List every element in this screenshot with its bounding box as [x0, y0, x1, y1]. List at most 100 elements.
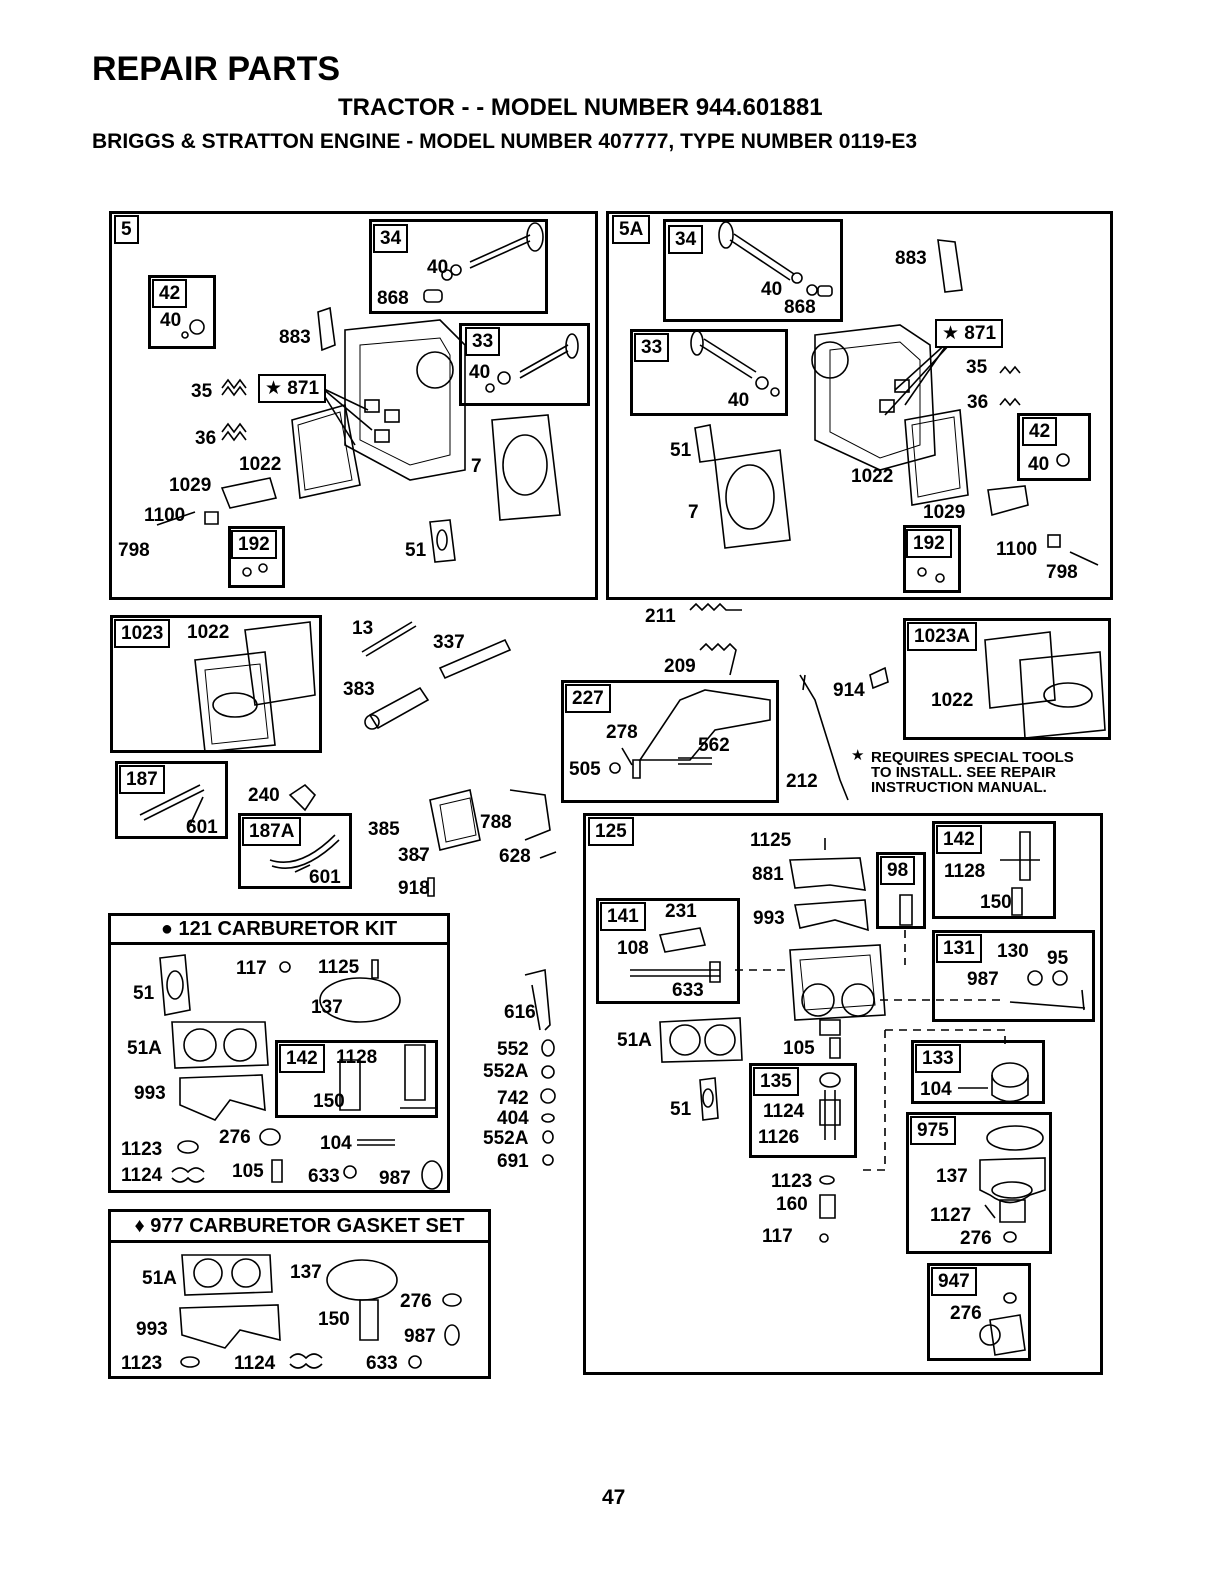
kit-121-header: ● 121 CARBURETOR KIT [108, 913, 450, 945]
section-1023a-frame [903, 618, 1111, 740]
ref-141: 141 [600, 902, 646, 931]
valve-drawing-33 [485, 333, 579, 393]
ref-5a-871: ★ 871 [935, 319, 1004, 348]
callout-5a-798: 798 [1046, 562, 1078, 583]
callout-212: 212 [786, 771, 818, 792]
ref-227: 227 [565, 684, 611, 713]
s125-callout-633: 633 [672, 980, 704, 1001]
kit121-callout-1128: 1128 [336, 1047, 378, 1068]
callout-552a-2: 552A [483, 1128, 529, 1149]
cylinder-head-drawing-5a [694, 239, 1099, 583]
callout-5a-35: 35 [966, 357, 988, 378]
valve-cover-drawing-1023a [984, 631, 1106, 739]
kit977-callout-987: 987 [404, 1326, 436, 1347]
kit121-callout-117: 117 [236, 958, 267, 979]
kit121-callout-51: 51 [133, 983, 155, 1004]
s125-callout-1125: 1125 [750, 830, 792, 851]
ref-125: 125 [588, 817, 634, 846]
callout-51: 51 [405, 540, 427, 561]
ref-kit-142: 142 [279, 1044, 325, 1073]
s125-callout-975-276: 276 [960, 1228, 992, 1249]
s125-callout-51a: 51A [617, 1030, 652, 1051]
valve-drawing-5a [690, 221, 833, 397]
callout-387: 387 [398, 845, 430, 866]
page-title: REPAIR PARTS [92, 50, 341, 88]
callout-914: 914 [833, 680, 865, 701]
section-5a-192-frame [903, 525, 961, 593]
s125-callout-108: 108 [617, 938, 649, 959]
callout-788: 788 [480, 812, 512, 833]
ref-5a-34: 34 [668, 225, 704, 254]
ref-5a-42: 42 [1022, 417, 1058, 446]
kit977-callout-51a: 51A [142, 1268, 177, 1289]
kit977-callout-1124: 1124 [234, 1353, 276, 1374]
callout-383: 383 [343, 679, 375, 700]
ref-133: 133 [915, 1044, 961, 1073]
s125-callout-231: 231 [665, 901, 697, 922]
model-heading: TRACTOR - - MODEL NUMBER 944.601881 [338, 94, 823, 121]
callout-552: 552 [497, 1039, 529, 1060]
section-131-frame [932, 930, 1095, 1022]
callout-404: 404 [497, 1108, 529, 1129]
kit-121-title: ● 121 CARBURETOR KIT [160, 918, 398, 940]
section-5a-frame [606, 211, 1113, 600]
kit121-callout-105: 105 [232, 1161, 264, 1182]
s125-callout-150: 150 [980, 892, 1012, 913]
ref-947: 947 [931, 1267, 977, 1296]
callout-883: 883 [279, 327, 311, 348]
callout-742: 742 [497, 1088, 529, 1109]
ref-5: 5 [114, 215, 139, 244]
ref-5a: 5A [612, 215, 651, 244]
callout-1029: 1029 [169, 475, 212, 496]
ref-975: 975 [910, 1116, 956, 1145]
ref-5a-33: 33 [634, 333, 670, 362]
callout-5a-868: 868 [784, 297, 816, 318]
cylinder-head-drawing [156, 306, 561, 563]
s125-callout-137: 137 [936, 1166, 968, 1187]
kit121-callout-1123: 1123 [121, 1139, 163, 1160]
callout-5a-1100: 1100 [996, 539, 1038, 560]
kit121-callout-987: 987 [379, 1168, 411, 1189]
s125-callout-1123: 1123 [771, 1171, 813, 1192]
ref-131: 131 [936, 934, 982, 963]
callout-36: 36 [195, 428, 217, 449]
ref-42: 42 [152, 279, 188, 308]
section-34-frame [369, 219, 548, 314]
callout-628: 628 [499, 846, 531, 867]
callout-385: 385 [368, 819, 400, 840]
section-5a-34-frame [663, 219, 843, 322]
section-5a-33-frame [630, 329, 788, 416]
engine-heading: BRIGGS & STRATTON ENGINE - MODEL NUMBER … [92, 130, 918, 153]
note-star: ★ [851, 747, 865, 764]
section-135-frame [749, 1063, 857, 1158]
ref-187a: 187A [242, 817, 302, 846]
s125-callout-160: 160 [776, 1194, 808, 1215]
callout-5a-7: 7 [688, 502, 699, 523]
callout-691: 691 [497, 1151, 529, 1172]
kit977-callout-137: 137 [290, 1262, 322, 1283]
section-5a-42-frame [1017, 413, 1091, 481]
kit977-callout-1123: 1123 [121, 1353, 163, 1374]
s125-callout-104: 104 [920, 1079, 952, 1100]
callout-1023a-1022: 1022 [931, 690, 974, 711]
callout-5a-33-40: 40 [728, 390, 750, 411]
ref-1023: 1023 [114, 619, 171, 648]
kit121-callout-1125: 1125 [318, 957, 360, 978]
s125-callout-1126: 1126 [758, 1127, 800, 1148]
callout-5a-42-40: 40 [1028, 454, 1050, 475]
section-141-frame [596, 898, 740, 1004]
callout-40: 40 [427, 257, 449, 278]
ref-187: 187 [119, 765, 165, 794]
ref-98: 98 [880, 856, 916, 885]
ref-33: 33 [465, 327, 501, 356]
section-975-frame [906, 1112, 1052, 1254]
s125-callout-1127: 1127 [930, 1205, 972, 1226]
kit977-callout-276: 276 [400, 1291, 432, 1312]
section-1023-frame [110, 615, 322, 753]
callout-33-40: 40 [469, 362, 491, 383]
section-227-frame [561, 680, 779, 803]
callout-1022: 1022 [239, 454, 282, 475]
s125-callout-105: 105 [783, 1038, 815, 1059]
section-5-frame [109, 211, 598, 600]
